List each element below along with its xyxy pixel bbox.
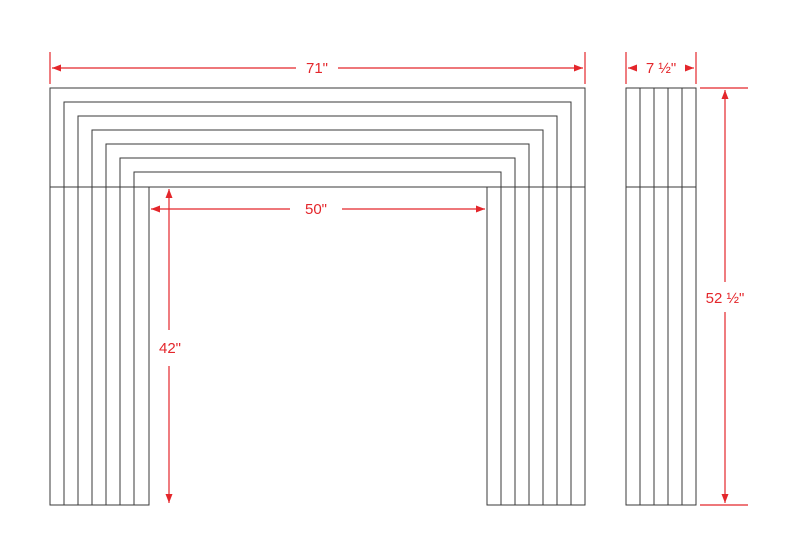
dim-overall-height <box>700 87 748 506</box>
flute-line-5 <box>119 157 516 505</box>
flute-line-6 <box>133 171 502 505</box>
dim-depth <box>625 52 697 84</box>
dim-overall-width <box>49 52 586 84</box>
flute-line-3 <box>91 129 544 505</box>
flute-line-2 <box>77 115 558 505</box>
flute-line-1 <box>63 101 572 505</box>
label-depth: 7 ½" <box>646 60 676 77</box>
flute-line-4 <box>105 143 530 505</box>
label-opening-height: 42" <box>159 340 181 357</box>
front-outline <box>49 87 586 506</box>
label-opening-width: 50" <box>305 201 327 218</box>
dimensions <box>49 52 748 506</box>
side-outline <box>625 87 697 506</box>
label-overall-width: 71" <box>306 60 328 77</box>
front-view <box>49 87 586 506</box>
side-view <box>625 87 697 506</box>
label-overall-height: 52 ½" <box>706 290 745 307</box>
